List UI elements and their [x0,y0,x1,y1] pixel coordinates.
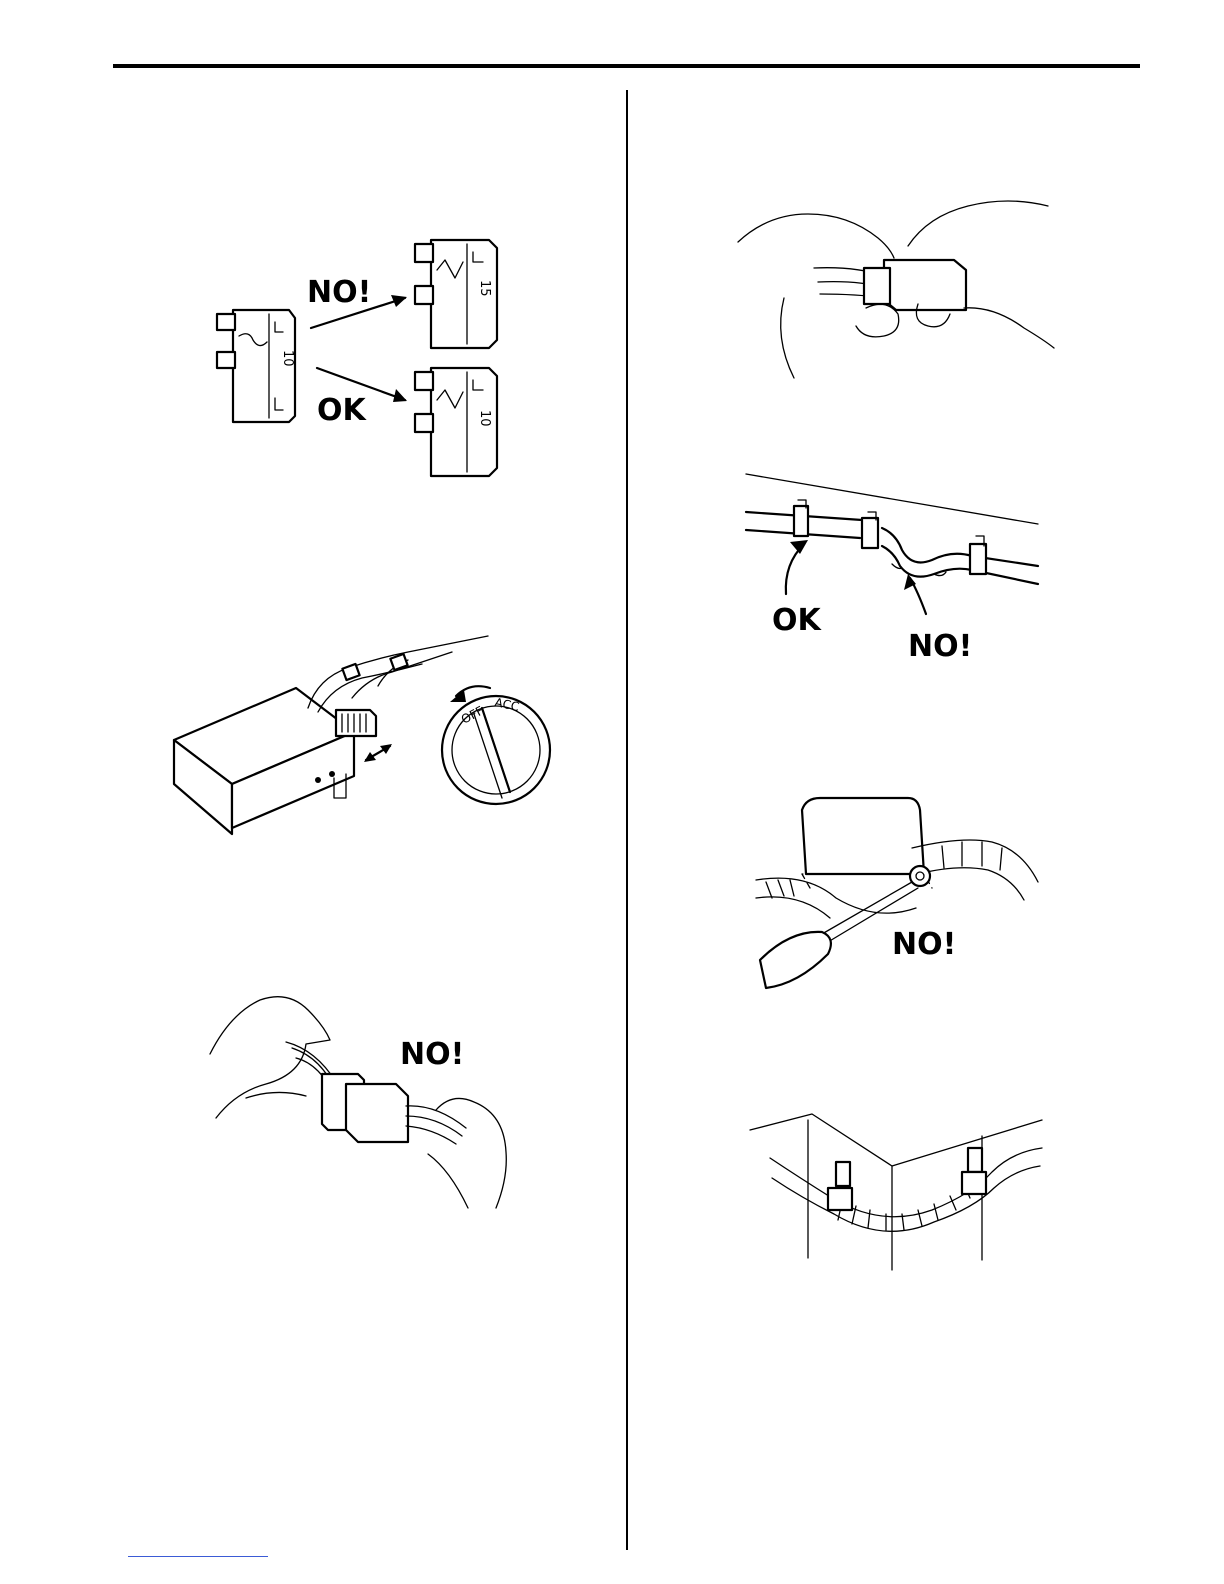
disconnect-arrow-icon [364,744,392,762]
connector-icon [336,710,376,736]
fuse-ok-label: OK [317,393,368,428]
clamp-icon [794,500,808,536]
header-rule [113,64,1140,68]
clamp-icon [828,1162,852,1210]
control-module-icon [174,688,354,834]
screw-no-label: NO! [892,927,956,962]
clamp-ok-label: OK [772,603,823,638]
harness-line-icon [746,512,1038,584]
footer-link-underline[interactable] [128,1556,268,1557]
fuse-rating-original: 10 [280,350,295,367]
body-panel-edge [746,474,1038,524]
fuse-no-label: NO! [307,275,371,310]
fuse-rating-wrong: 15 [477,280,492,297]
clamp-icon [970,536,986,574]
screw-icon [910,866,930,886]
fuse-replacement-figure: 10 NO! OK 15 10 [205,230,545,480]
clamp-no-label: NO! [908,629,972,664]
column-divider [626,90,628,1550]
screw-pinch-figure: NO! [752,784,1052,989]
harness-clamp-figure: OK NO! [742,470,1042,670]
clamp-icon [862,512,878,548]
fuse-rating-correct: 10 [477,410,492,427]
clamp-icon [962,1148,986,1194]
ok-pointer-arrow-icon [786,540,808,594]
connector-body-icon [864,260,966,310]
protective-tube-icon [770,1148,1042,1231]
pull-no-label: NO! [400,1037,464,1072]
connector-right-icon [346,1084,408,1142]
left-hand-icon [210,997,330,1118]
no-pointer-arrow-icon [904,574,926,614]
module-disconnect-figure: OFF ACC [168,628,568,838]
pull-wires-figure: NO! [206,998,516,1223]
wire-bundle-right-icon [406,1106,466,1144]
harness-corner-figure [746,1108,1046,1273]
ignition-switch-icon: OFF ACC [442,695,550,804]
hold-connector-figure [734,198,1054,378]
right-hand-icon [428,1098,506,1208]
